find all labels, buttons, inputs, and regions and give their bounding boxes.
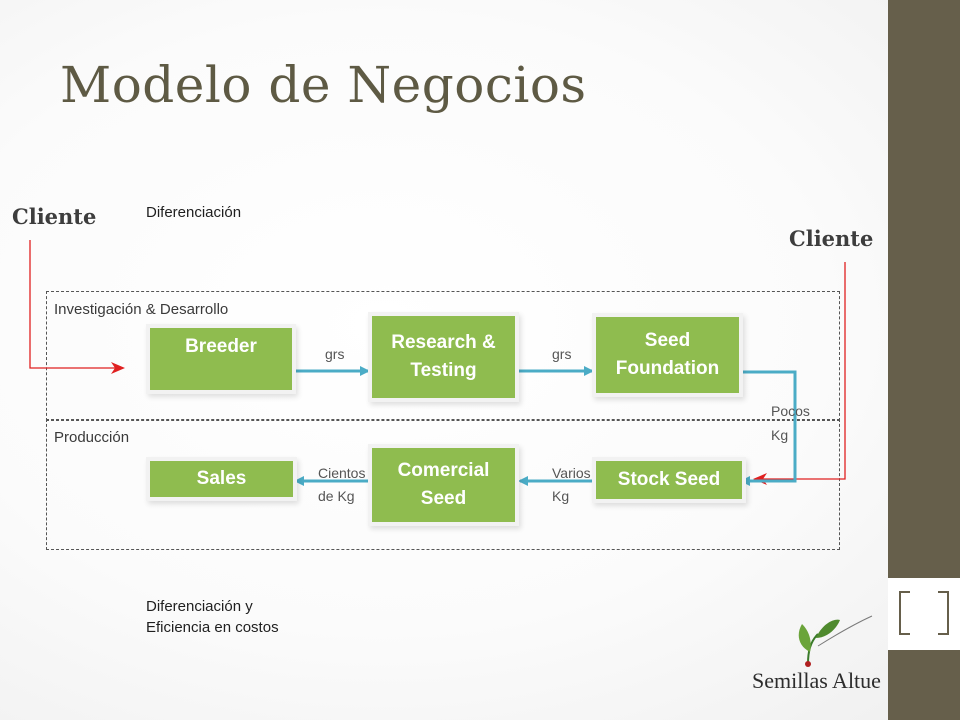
qty-varios-2: Kg	[552, 488, 570, 504]
research-zone-label: Investigación & Desarrollo	[54, 301, 229, 318]
stock-seed-label: Stock Seed	[617, 469, 721, 490]
qty-pocos-1: Pocos	[771, 403, 810, 419]
sales-label: Sales	[196, 468, 247, 489]
qty-pocos-2: Kg	[771, 427, 789, 443]
qty-varios-1: Varios	[552, 465, 591, 481]
comercial-seed-label-1: Comercial	[397, 460, 490, 481]
cliente-right-label: Cliente	[789, 226, 874, 251]
client-left-arrow	[29, 240, 125, 374]
diferenciacion-bottom-label-2: Eficiencia en costos	[146, 619, 279, 636]
breeder-box: Breeder	[150, 328, 292, 390]
qty-grs-2: grs	[552, 346, 572, 362]
research-testing-box: Research & Testing	[372, 316, 515, 398]
sprout-logo-icon	[798, 615, 873, 667]
arrow-seed-to-stock	[740, 370, 797, 486]
cliente-left-label: Cliente	[12, 204, 97, 229]
bracket-icon	[899, 591, 949, 635]
comercial-seed-box: Comercial Seed	[372, 448, 515, 522]
qty-grs-1: grs	[325, 346, 345, 362]
seed-foundation-box: Seed Foundation	[596, 317, 739, 393]
qty-cientos-2: de Kg	[318, 488, 355, 504]
qty-cientos-1: Cientos	[318, 465, 366, 481]
slide-title: Modelo de Negocios	[60, 56, 587, 114]
seed-foundation-label-1: Seed	[644, 330, 691, 351]
research-zone	[46, 291, 840, 421]
diferenciacion-top-label: Diferenciación	[146, 204, 242, 221]
production-zone	[46, 419, 840, 550]
slide-number-box	[888, 578, 960, 650]
sales-box: Sales	[150, 461, 293, 497]
research-label-2: Testing	[410, 360, 477, 381]
company-logo-text: Semillas Altue	[752, 668, 881, 693]
comercial-seed-label-2: Seed	[420, 488, 467, 509]
diferenciacion-bottom-label-1: Diferenciación y	[146, 598, 253, 615]
production-zone-label: Producción	[54, 429, 130, 446]
stock-seed-box: Stock Seed	[596, 461, 742, 499]
seed-foundation-label-2: Foundation	[615, 358, 720, 379]
client-right-arrow	[753, 262, 846, 485]
research-label-1: Research &	[391, 332, 496, 353]
breeder-label: Breeder	[185, 336, 257, 357]
